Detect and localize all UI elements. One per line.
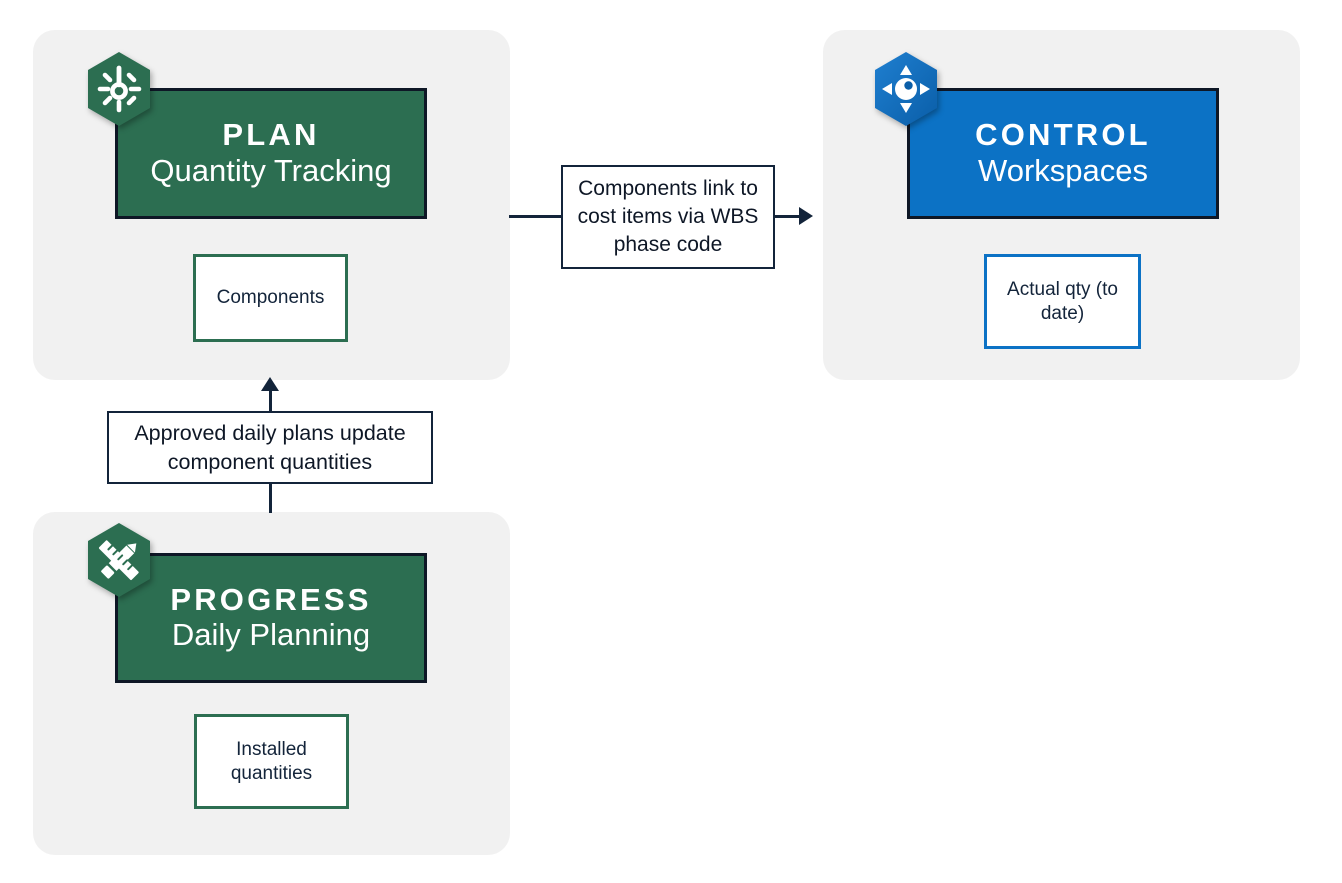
header-title-progress: PROGRESS — [170, 581, 372, 617]
header-subtitle-progress: Daily Planning — [171, 617, 371, 653]
connector-line-plan-to-label — [509, 215, 562, 218]
arrowhead-up-icon — [261, 377, 279, 391]
arrowhead-right-icon — [799, 207, 813, 225]
header-subtitle-control: Workspaces — [978, 152, 1148, 188]
header-block-plan: PLAN Quantity Tracking — [115, 88, 427, 219]
connector-line-progress-to-label — [269, 483, 272, 513]
header-block-progress: PROGRESS Daily Planning — [115, 553, 427, 683]
inner-box-installed-quantities: Installed quantities — [194, 714, 349, 809]
header-title-control: CONTROL — [975, 117, 1151, 153]
ruler-pencil-icon — [80, 521, 158, 599]
inner-box-components: Components — [193, 254, 348, 342]
inner-box-actual-qty: Actual qty (to date) — [984, 254, 1141, 349]
header-subtitle-plan: Quantity Tracking — [150, 152, 392, 188]
header-title-plan: PLAN — [222, 117, 320, 153]
connector-line-label-to-control — [774, 215, 803, 218]
connector-label-approved-daily-plans: Approved daily plans update component qu… — [107, 411, 433, 484]
connector-label-wbs-phase-code: Components link to cost items via WBS ph… — [561, 165, 775, 269]
sunburst-gauge-icon — [80, 50, 158, 128]
header-block-control: CONTROL Workspaces — [907, 88, 1219, 219]
dpad-joystick-icon — [867, 50, 945, 128]
